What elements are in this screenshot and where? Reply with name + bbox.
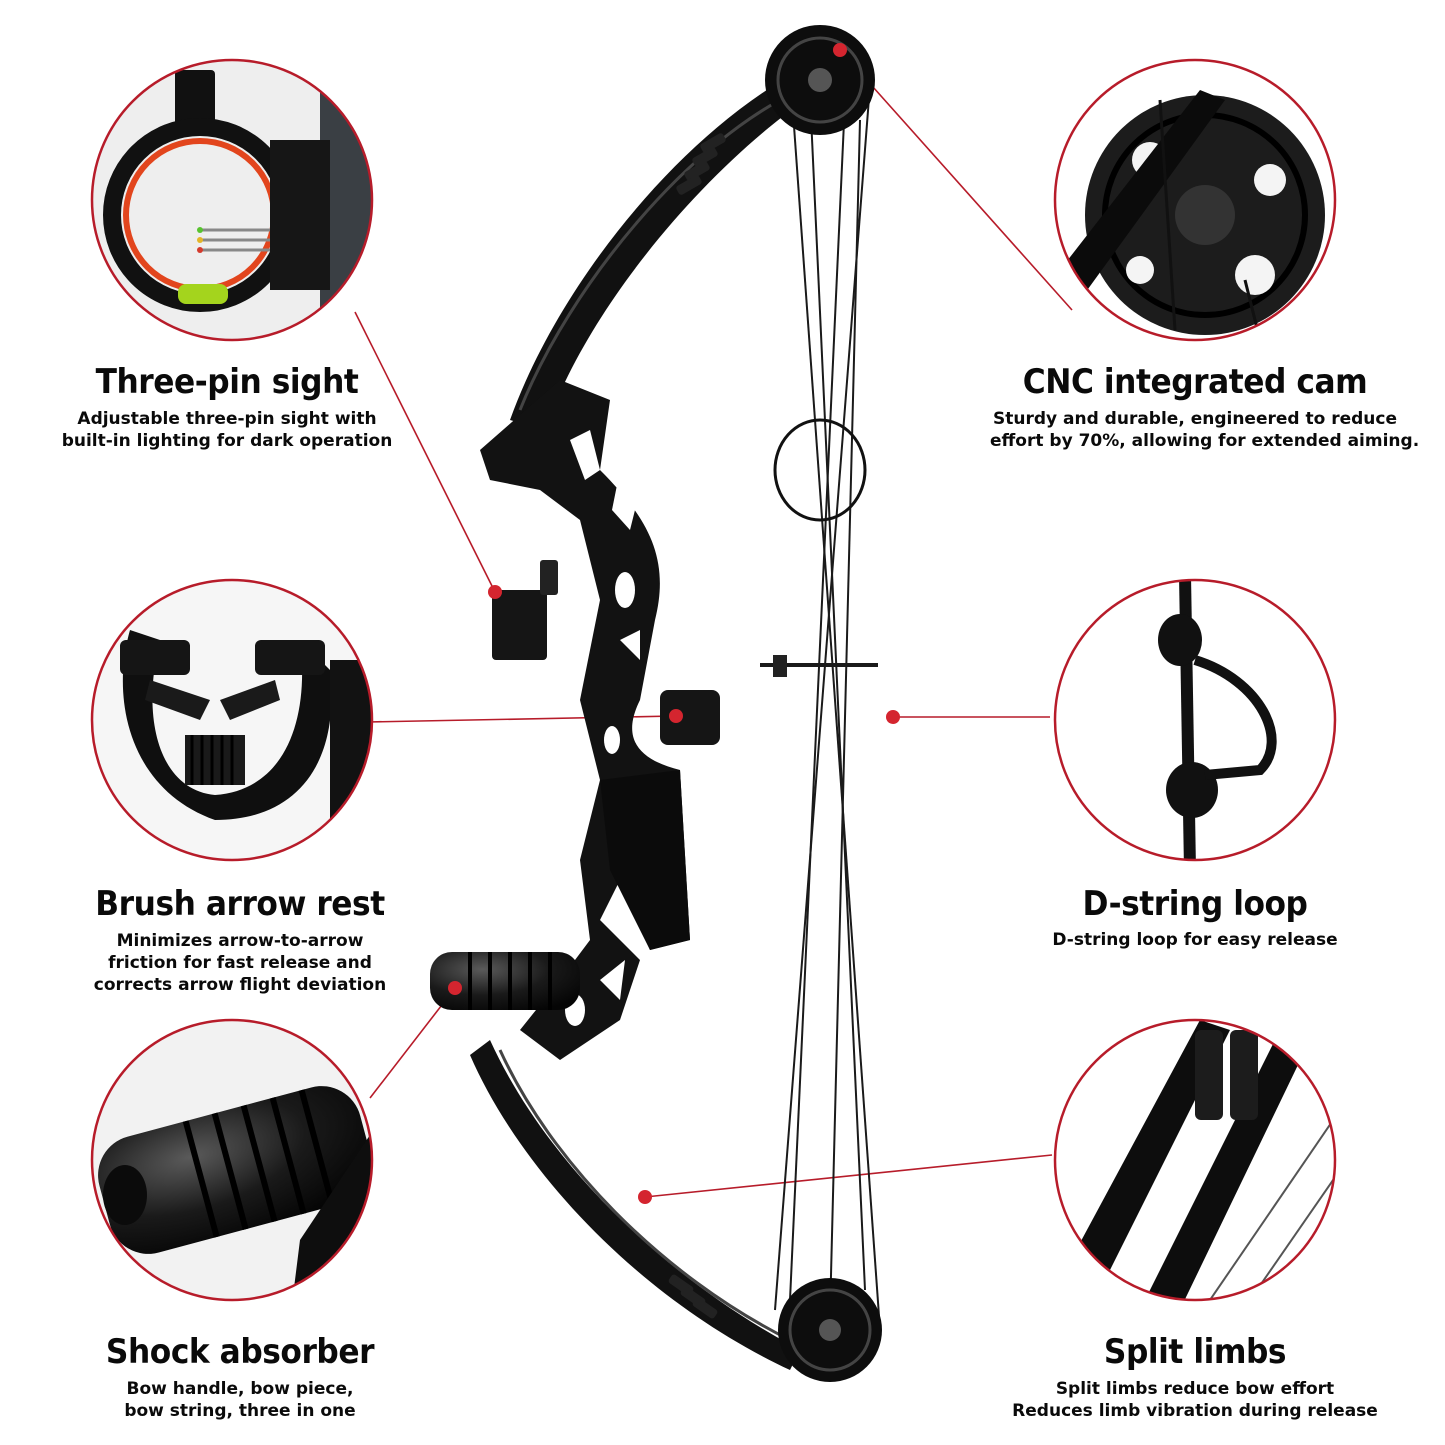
callout-line-sight <box>354 311 496 593</box>
callout-line-cam <box>839 49 1073 311</box>
bow-body <box>430 25 882 1382</box>
feature-desc-line: effort by 70%, allowing for extended aim… <box>990 431 1420 451</box>
callout-line-limbs <box>644 1154 1053 1198</box>
feature-desc-limbs: Split limbs reduce bow effort Reduces li… <box>1000 1378 1390 1422</box>
feature-desc-line: Split limbs reduce bow effort <box>1055 1379 1335 1399</box>
feature-title-rest: Brush arrow rest <box>95 884 385 924</box>
feature-desc-line: Minimizes arrow-to-arrow <box>116 931 364 951</box>
cam-wheel-closeup-icon <box>1053 58 1337 342</box>
string-loop <box>773 418 867 522</box>
feature-title-limbs: Split limbs <box>1103 1332 1287 1372</box>
feature-title-dloop: D-string loop <box>1082 884 1308 924</box>
bow-strings <box>760 69 881 1331</box>
feature-desc-line: bow string, three in one <box>124 1401 356 1421</box>
feature-desc-line: Sturdy and durable, engineered to reduce <box>992 409 1398 429</box>
stabilizer-closeup-icon <box>90 1018 374 1302</box>
feature-desc-sight: Adjustable three-pin sight with built-in… <box>52 408 402 452</box>
d-loop-closeup-icon <box>1053 578 1337 862</box>
feature-title-cam: CNC integrated cam <box>1022 362 1368 402</box>
feature-desc-line: corrects arrow flight deviation <box>93 975 387 995</box>
callout-dot-cam <box>833 43 847 57</box>
feature-desc-line: friction for fast release and <box>108 953 372 973</box>
feature-title-shock: Shock absorber <box>105 1332 375 1372</box>
string-stop <box>773 655 787 677</box>
feature-desc-line: built-in lighting for dark operation <box>61 431 393 451</box>
feature-title-sight: Three-pin sight <box>95 362 359 402</box>
split-limbs-closeup-icon <box>1053 1018 1337 1302</box>
feature-desc-rest: Minimizes arrow-to-arrow friction for fa… <box>70 930 410 996</box>
feature-desc-line: D-string loop for easy release <box>1052 930 1338 950</box>
brush-arrow-rest-closeup-icon <box>90 578 374 862</box>
callout-dot-sight <box>488 585 502 599</box>
callout-dots <box>448 43 900 1204</box>
feature-desc-cam: Sturdy and durable, engineered to reduce… <box>990 408 1420 452</box>
feature-desc-line: Bow handle, bow piece, <box>126 1379 354 1399</box>
callout-dot-rest <box>669 709 683 723</box>
callout-lines <box>354 49 1073 1198</box>
callout-dot-shock <box>448 981 462 995</box>
callout-dot-dloop <box>886 710 900 724</box>
three-pin-sight-closeup-icon <box>90 58 374 342</box>
feature-desc-dloop: D-string loop for easy release <box>1045 929 1345 951</box>
feature-desc-line: Adjustable three-pin sight with <box>77 409 377 429</box>
callout-dot-limbs <box>638 1190 652 1204</box>
feature-desc-line: Reduces limb vibration during release <box>1012 1401 1378 1421</box>
feature-desc-shock: Bow handle, bow piece, bow string, three… <box>65 1378 415 1422</box>
